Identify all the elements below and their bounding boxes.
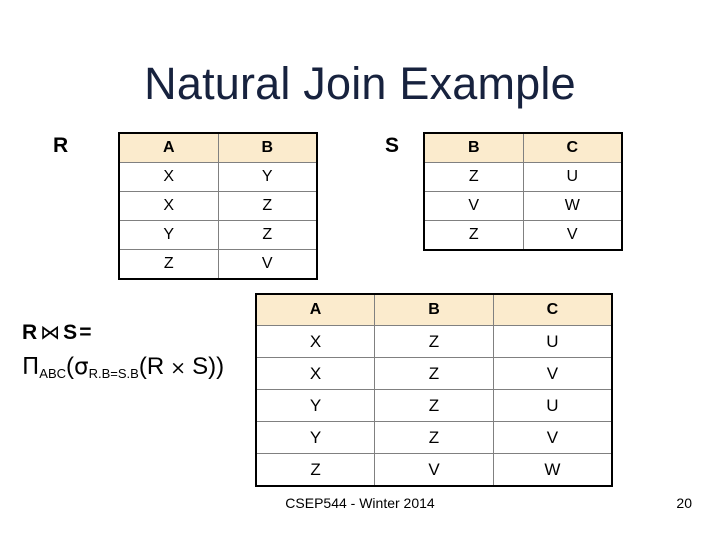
formula-operand-r: R: [22, 321, 38, 344]
natural-join-icon: ⋈: [40, 322, 61, 344]
table-cell: Z: [217, 220, 318, 250]
table-cell: Z: [374, 421, 494, 454]
table-cell: Z: [423, 162, 524, 192]
table-row: Y Z V: [255, 421, 613, 454]
table-cell: V: [522, 220, 623, 251]
table-cell: Y: [255, 389, 376, 422]
table-row: V W: [423, 191, 623, 221]
relation-table-s: B C Z U V W Z V: [423, 132, 623, 251]
result-table: A B C X Z U X Z V Y Z U Y Z: [255, 293, 613, 487]
table-cell: U: [492, 325, 613, 358]
column-header: B: [423, 132, 524, 163]
table-row: X Y: [118, 162, 318, 192]
table-cell: U: [492, 389, 613, 422]
table-cell: V: [423, 191, 524, 221]
table-cell: Z: [423, 220, 524, 251]
table-cell: X: [255, 357, 376, 390]
table-cell: X: [118, 191, 219, 221]
column-header: A: [255, 293, 376, 326]
page-title: Natural Join Example: [144, 58, 576, 109]
relation-label-r: R: [53, 134, 69, 157]
table-cell: Z: [374, 357, 494, 390]
formula-operand-s: S: [63, 321, 78, 344]
table-row: Y Z U: [255, 389, 613, 422]
column-header: A: [118, 132, 219, 163]
relation-table-r: A B X Y X Z Y Z Z V: [118, 132, 318, 280]
table-cell: W: [492, 453, 613, 487]
table-header-row: A B: [118, 132, 318, 163]
formula-equals: =: [79, 321, 92, 344]
table-row: X Z U: [255, 325, 613, 358]
column-header: C: [492, 293, 613, 326]
column-header: C: [522, 132, 623, 163]
table-cell: V: [374, 453, 494, 487]
footer-course-label: CSEP544 - Winter 2014: [285, 495, 435, 511]
table-cell: Z: [374, 325, 494, 358]
table-cell: Z: [374, 389, 494, 422]
table-cell: V: [217, 249, 318, 280]
cross-product-icon: ×: [170, 357, 187, 379]
table-cell: V: [492, 421, 613, 454]
cross-operand-r: R: [146, 353, 165, 380]
footer-page-number: 20: [676, 495, 692, 511]
table-cell: Z: [118, 249, 219, 280]
table-cell: Z: [217, 191, 318, 221]
join-formula: R⋈S= ΠABC(σR.B=S.B(R×S)): [22, 320, 272, 385]
table-cell: Z: [255, 453, 376, 487]
table-cell: Y: [255, 421, 376, 454]
table-cell: Y: [217, 162, 318, 192]
column-header: B: [217, 132, 318, 163]
table-cell: X: [255, 325, 376, 358]
table-cell: X: [118, 162, 219, 192]
table-row: Y Z: [118, 220, 318, 250]
table-cell: W: [522, 191, 623, 221]
formula-line-expression: ΠABC(σR.B=S.B(R×S)): [22, 352, 272, 385]
cross-operand-s: S: [192, 353, 209, 380]
column-header: B: [374, 293, 494, 326]
table-header-row: A B C: [255, 293, 613, 326]
open-paren-outer: (: [66, 353, 75, 380]
table-row: Z V: [423, 220, 623, 251]
table-cell: Y: [118, 220, 219, 250]
close-parens: )): [208, 353, 225, 380]
table-row: Z U: [423, 162, 623, 192]
relation-label-s: S: [385, 134, 400, 157]
selection-symbol: σ: [74, 354, 89, 380]
open-paren-inner: (: [138, 353, 147, 380]
table-row: Z V: [118, 249, 318, 280]
selection-condition: R.B=S.B: [88, 366, 139, 381]
projection-attributes: ABC: [39, 366, 67, 381]
table-header-row: B C: [423, 132, 623, 163]
table-row: Z V W: [255, 453, 613, 487]
table-row: X Z V: [255, 357, 613, 390]
table-cell: V: [492, 357, 613, 390]
table-row: X Z: [118, 191, 318, 221]
table-cell: U: [522, 162, 623, 192]
projection-symbol: Π: [22, 354, 40, 380]
formula-line-join: R⋈S=: [22, 320, 272, 346]
